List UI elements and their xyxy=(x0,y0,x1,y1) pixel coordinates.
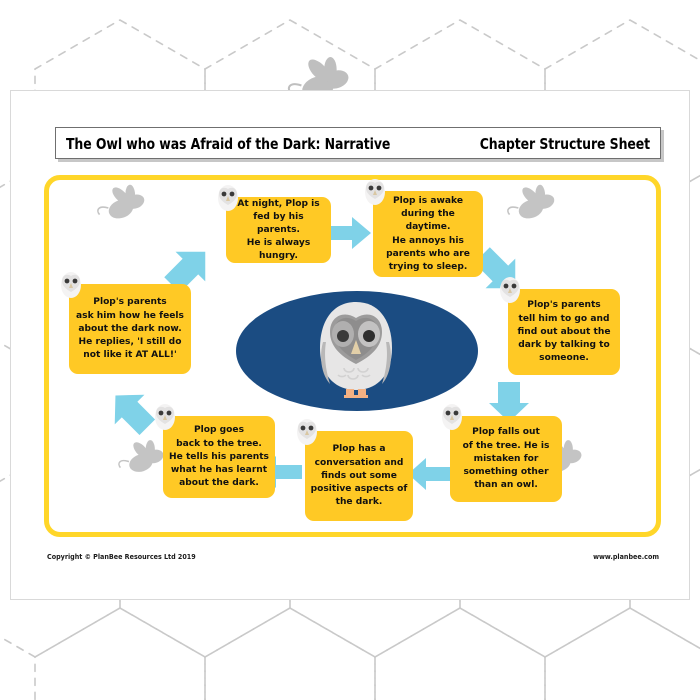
copyright-text: Copyright © PlanBee Resources Ltd 2019 xyxy=(47,552,196,562)
step-box-4[interactable]: Plop falls out of the tree. He is mistak… xyxy=(442,404,562,502)
step-box-5[interactable]: Plop has a conversation and finds out so… xyxy=(297,419,413,521)
sheet-type-label: Chapter Structure Sheet xyxy=(479,134,650,152)
step-box-5-text: Plop has a conversation and finds out so… xyxy=(310,444,408,508)
step-box-2-text: Plop is awake during the daytime. He ann… xyxy=(386,195,470,272)
owl-badge-icon xyxy=(362,178,388,206)
owl-badge-icon xyxy=(152,403,178,431)
step-box-6-text: Plop goes back to the tree. He tells his… xyxy=(169,425,269,489)
arrow-down-icon xyxy=(488,379,530,430)
step-box-2[interactable]: Plop is awake during the daytime. He ann… xyxy=(365,179,483,277)
step-box-7[interactable]: Plop's parents ask him how he feels abou… xyxy=(61,272,191,374)
sheet-title-bar: The Owl who was Afraid of the Dark: Narr… xyxy=(55,127,661,159)
owl-badge-icon xyxy=(215,184,241,212)
owl-badge-icon xyxy=(58,271,84,299)
arrow-right-icon xyxy=(326,215,372,256)
sheet-footer: Copyright © PlanBee Resources Ltd 2019 w… xyxy=(47,553,659,562)
step-box-6[interactable]: Plop goes back to the tree. He tells his… xyxy=(155,404,275,498)
arrow-up-right-icon xyxy=(163,243,215,298)
owl-badge-icon xyxy=(439,403,465,431)
arrow-up-left-icon xyxy=(106,387,156,440)
page-title: The Owl who was Afraid of the Dark: Narr… xyxy=(66,134,391,152)
arrow-down-right-icon xyxy=(473,247,525,302)
step-box-4-text: Plop falls out of the tree. He is mistak… xyxy=(462,427,550,491)
activity-frame xyxy=(44,175,661,537)
centre-owl-illustration xyxy=(300,294,412,406)
step-box-1[interactable]: At night, Plop is fed by his parents. He… xyxy=(218,185,331,263)
worksheet-page: The Owl who was Afraid of the Dark: Narr… xyxy=(10,90,690,600)
step-box-3-text: Plop's parents tell him to go and find o… xyxy=(517,300,611,364)
owl-badge-icon xyxy=(497,276,523,304)
step-box-1-text: At night, Plop is fed by his parents. He… xyxy=(237,198,320,262)
website-link[interactable]: www.planbee.com xyxy=(593,552,659,562)
step-box-3[interactable]: Plop's parents tell him to go and find o… xyxy=(500,277,620,375)
owl-badge-icon xyxy=(294,418,320,446)
step-box-7-text: Plop's parents ask him how he feels abou… xyxy=(76,297,184,361)
arrow-left-icon-b xyxy=(408,457,452,496)
